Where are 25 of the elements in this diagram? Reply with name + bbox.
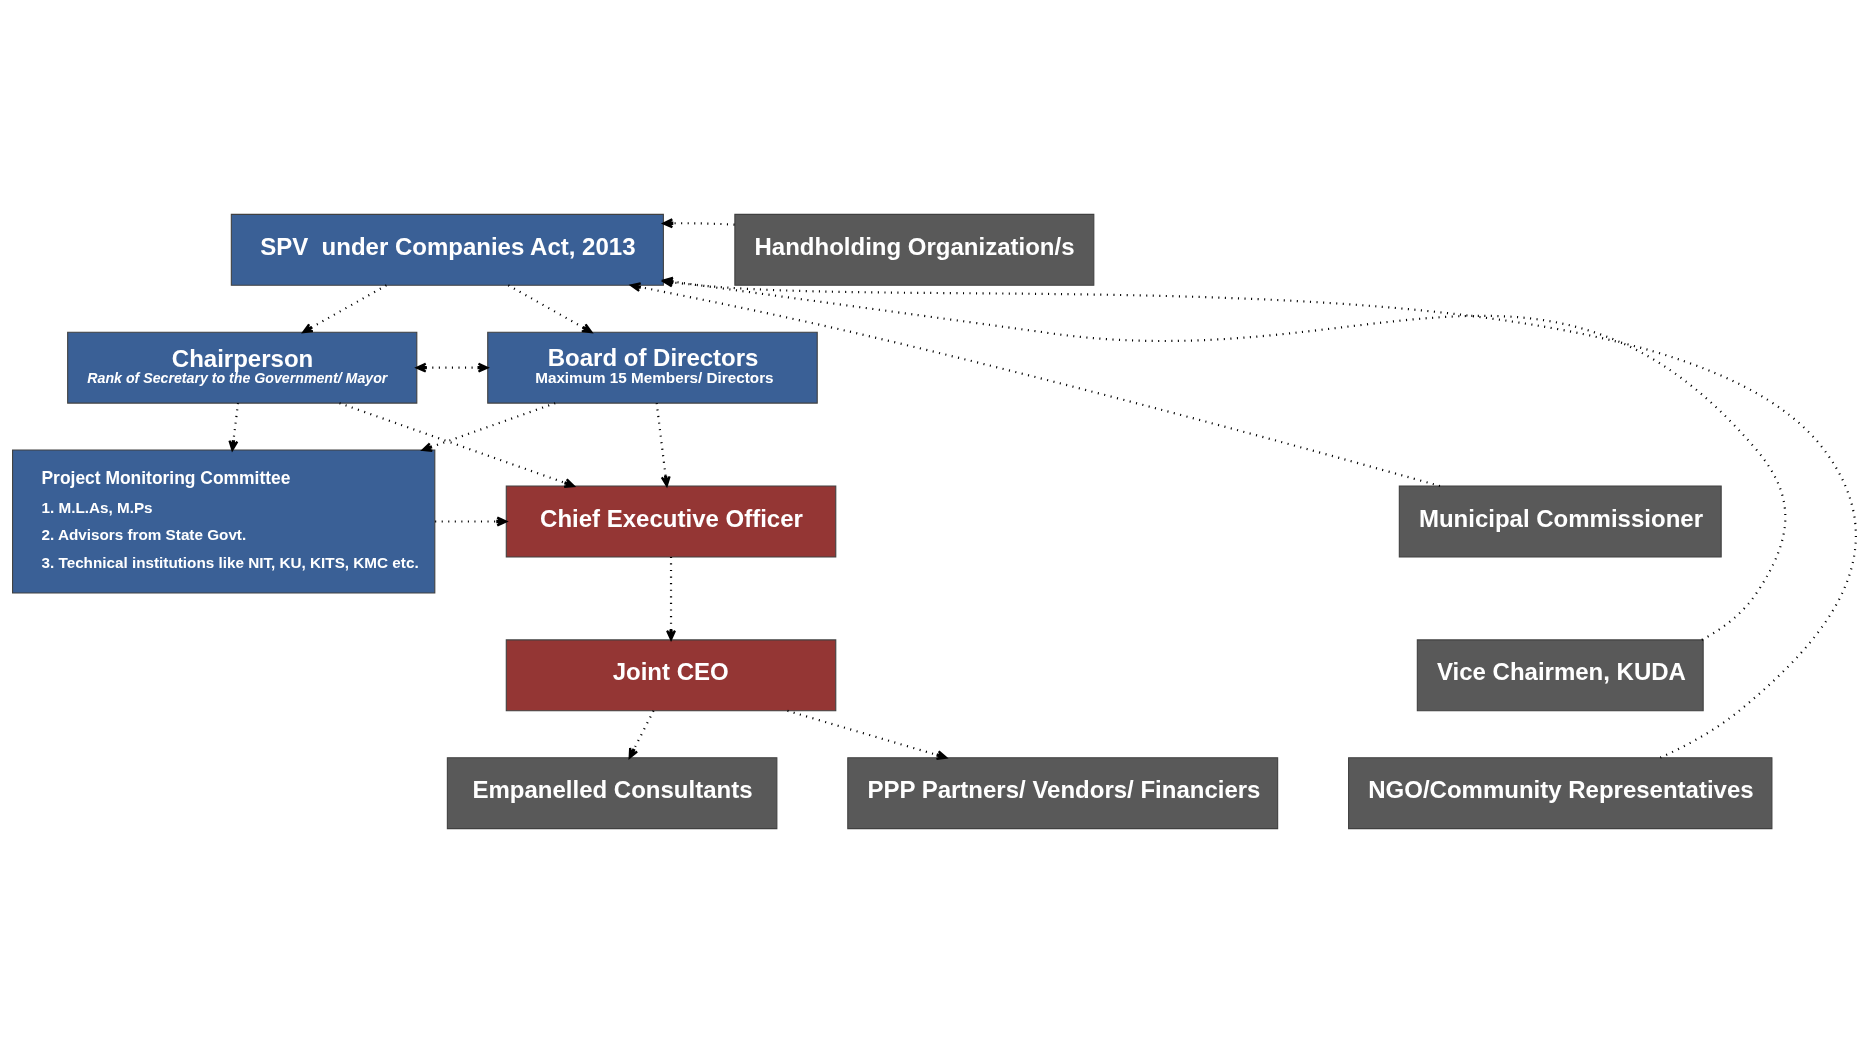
arrow (628, 710, 655, 759)
node-box: Board of Directors Maximum 15 Members/ Directors (487, 331, 818, 404)
arrow (787, 709, 948, 760)
node-box: SPV under Companies Act, 2013 (230, 213, 664, 286)
arrow (655, 403, 671, 487)
node-box: Handholding Organization/s (734, 213, 1095, 286)
node-box: Municipal Commissioner (1398, 485, 1722, 558)
arrow (507, 284, 593, 334)
arrow (415, 362, 489, 373)
node-box: Chief Executive Officer (505, 485, 837, 558)
node-box: PPP Partners/ Vendors/ Financiers (847, 757, 1279, 830)
node-box: NGO/Community Representatives (1348, 757, 1773, 830)
arrow (228, 403, 240, 451)
arrow (302, 284, 387, 334)
node-box: Joint CEO (505, 639, 837, 712)
arrow (630, 282, 1441, 488)
arrow (435, 516, 508, 527)
node-box: Chairperson Rank of Secretary to the Government/ Mayor (67, 331, 418, 404)
arrow (666, 557, 677, 641)
node-box: Vice Chairmen, KUDA (1416, 639, 1704, 712)
arrow (662, 218, 735, 229)
node-box: Project Monitoring Committee 1. M.L.As, M.Ps 2. Advisors from State Govt. 3. Technical institutions like NIT, KU, KITS, KMC etc. (12, 449, 436, 594)
arrow (421, 402, 556, 452)
arrow (339, 402, 575, 488)
node-box: Empanelled Consultants (446, 757, 778, 830)
